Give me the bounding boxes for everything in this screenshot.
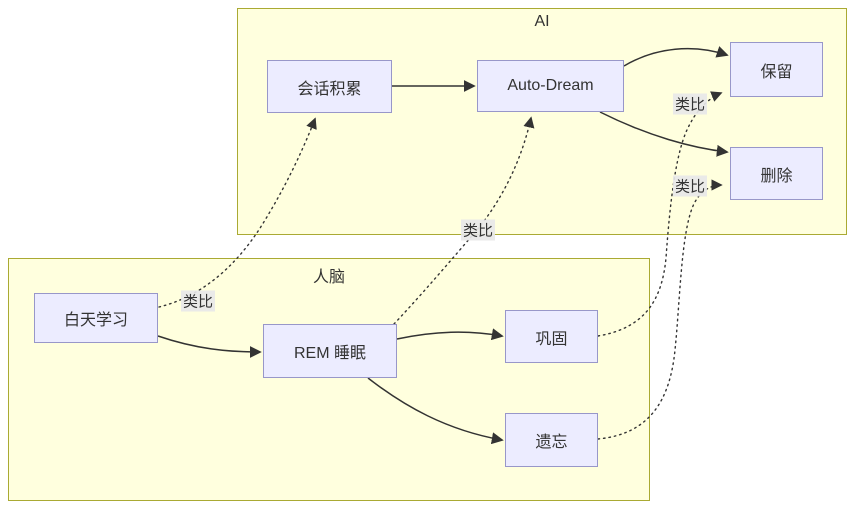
node-keep: 保留 <box>730 42 823 97</box>
node-consolidate-label: 巩固 <box>535 330 568 348</box>
node-rem: REM 睡眠 <box>263 324 397 378</box>
node-session-label: 会话积累 <box>297 80 362 98</box>
node-autodream: Auto-Dream <box>477 60 624 112</box>
node-forget: 遗忘 <box>505 413 598 467</box>
edge-label-analogy-2: 类比 <box>460 219 496 241</box>
node-autodream-label: Auto-Dream <box>507 77 594 94</box>
edge-label-analogy-3: 类比 <box>672 93 708 115</box>
node-consolidate: 巩固 <box>505 310 598 363</box>
node-daylearn: 白天学习 <box>34 293 158 343</box>
node-session: 会话积累 <box>267 60 392 113</box>
edge-label-analogy-4: 类比 <box>672 175 708 197</box>
node-forget-label: 遗忘 <box>535 434 568 451</box>
node-rem-label: REM 睡眠 <box>293 345 366 362</box>
cluster-ai-title: AI <box>534 13 550 30</box>
edge-label-analogy-1: 类比 <box>180 290 216 312</box>
node-delete-label: 删除 <box>760 167 793 185</box>
node-delete: 删除 <box>730 147 823 200</box>
node-daylearn-label: 白天学习 <box>63 312 128 329</box>
node-keep-label: 保留 <box>760 63 793 81</box>
cluster-brain-title: 人脑 <box>312 269 345 286</box>
